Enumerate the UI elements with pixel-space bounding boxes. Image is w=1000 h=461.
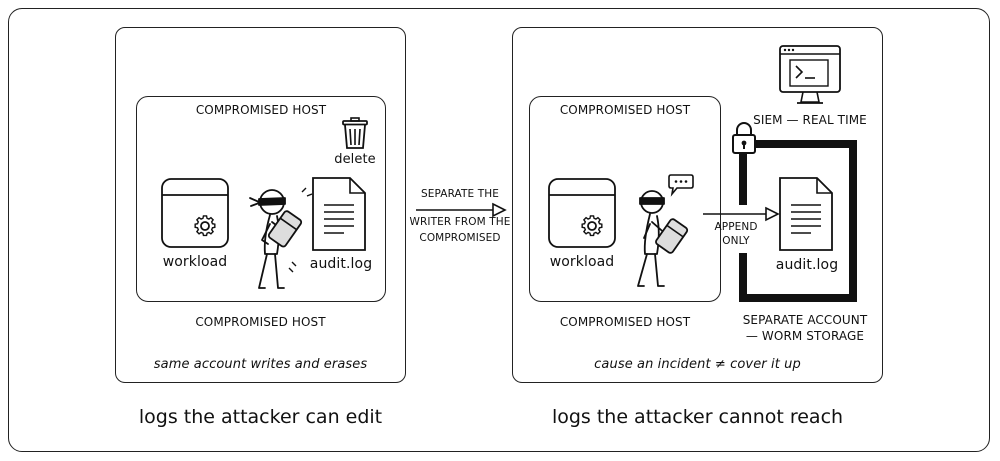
monitor-icon — [779, 45, 841, 104]
gear-icon — [194, 215, 216, 237]
append-label-2: ONLY — [722, 235, 750, 247]
right-note: cause an incident ≠ cover it up — [594, 357, 801, 372]
left-note: same account writes and erases — [153, 357, 368, 372]
right-workload-label: workload — [549, 254, 615, 270]
delete-label: delete — [334, 152, 376, 167]
siem-label: SIEM — REAL TIME — [753, 113, 867, 127]
storage-label-2: — WORM STORAGE — [745, 329, 865, 343]
lock-icon — [732, 122, 756, 154]
arrow-text-3: COMPROMISED — [419, 232, 501, 244]
left-host-bottom: COMPROMISED HOST — [195, 315, 326, 329]
document-icon — [312, 177, 366, 251]
document-icon — [779, 177, 833, 251]
append-arrow-icon — [703, 206, 780, 222]
left-host-title: COMPROMISED HOST — [195, 103, 327, 117]
gear-icon — [581, 215, 603, 237]
left-caption: logs the attacker can edit — [138, 406, 383, 428]
arrow-right-icon — [416, 202, 507, 218]
right-host-title: COMPROMISED HOST — [559, 103, 691, 117]
right-audit-label: audit.log — [775, 257, 839, 273]
append-label-1: APPEND — [714, 221, 758, 233]
storage-label-1: SEPARATE ACCOUNT — [742, 313, 868, 327]
attacker-icon — [249, 187, 313, 289]
left-workload-label: workload — [162, 254, 228, 270]
outer-frame — [8, 8, 990, 452]
arrow-text-1: SEPARATE THE — [421, 188, 499, 200]
trash-icon — [342, 117, 368, 149]
attacker-icon — [637, 190, 689, 287]
right-caption: logs the attacker cannot reach — [551, 406, 844, 428]
speech-bubble-icon — [668, 174, 694, 197]
left-audit-label: audit.log — [309, 256, 373, 272]
arrow-text-2: WRITER FROM THE — [409, 216, 511, 228]
right-host-bottom: COMPROMISED HOST — [559, 315, 691, 329]
storage-gap — [736, 205, 750, 253]
